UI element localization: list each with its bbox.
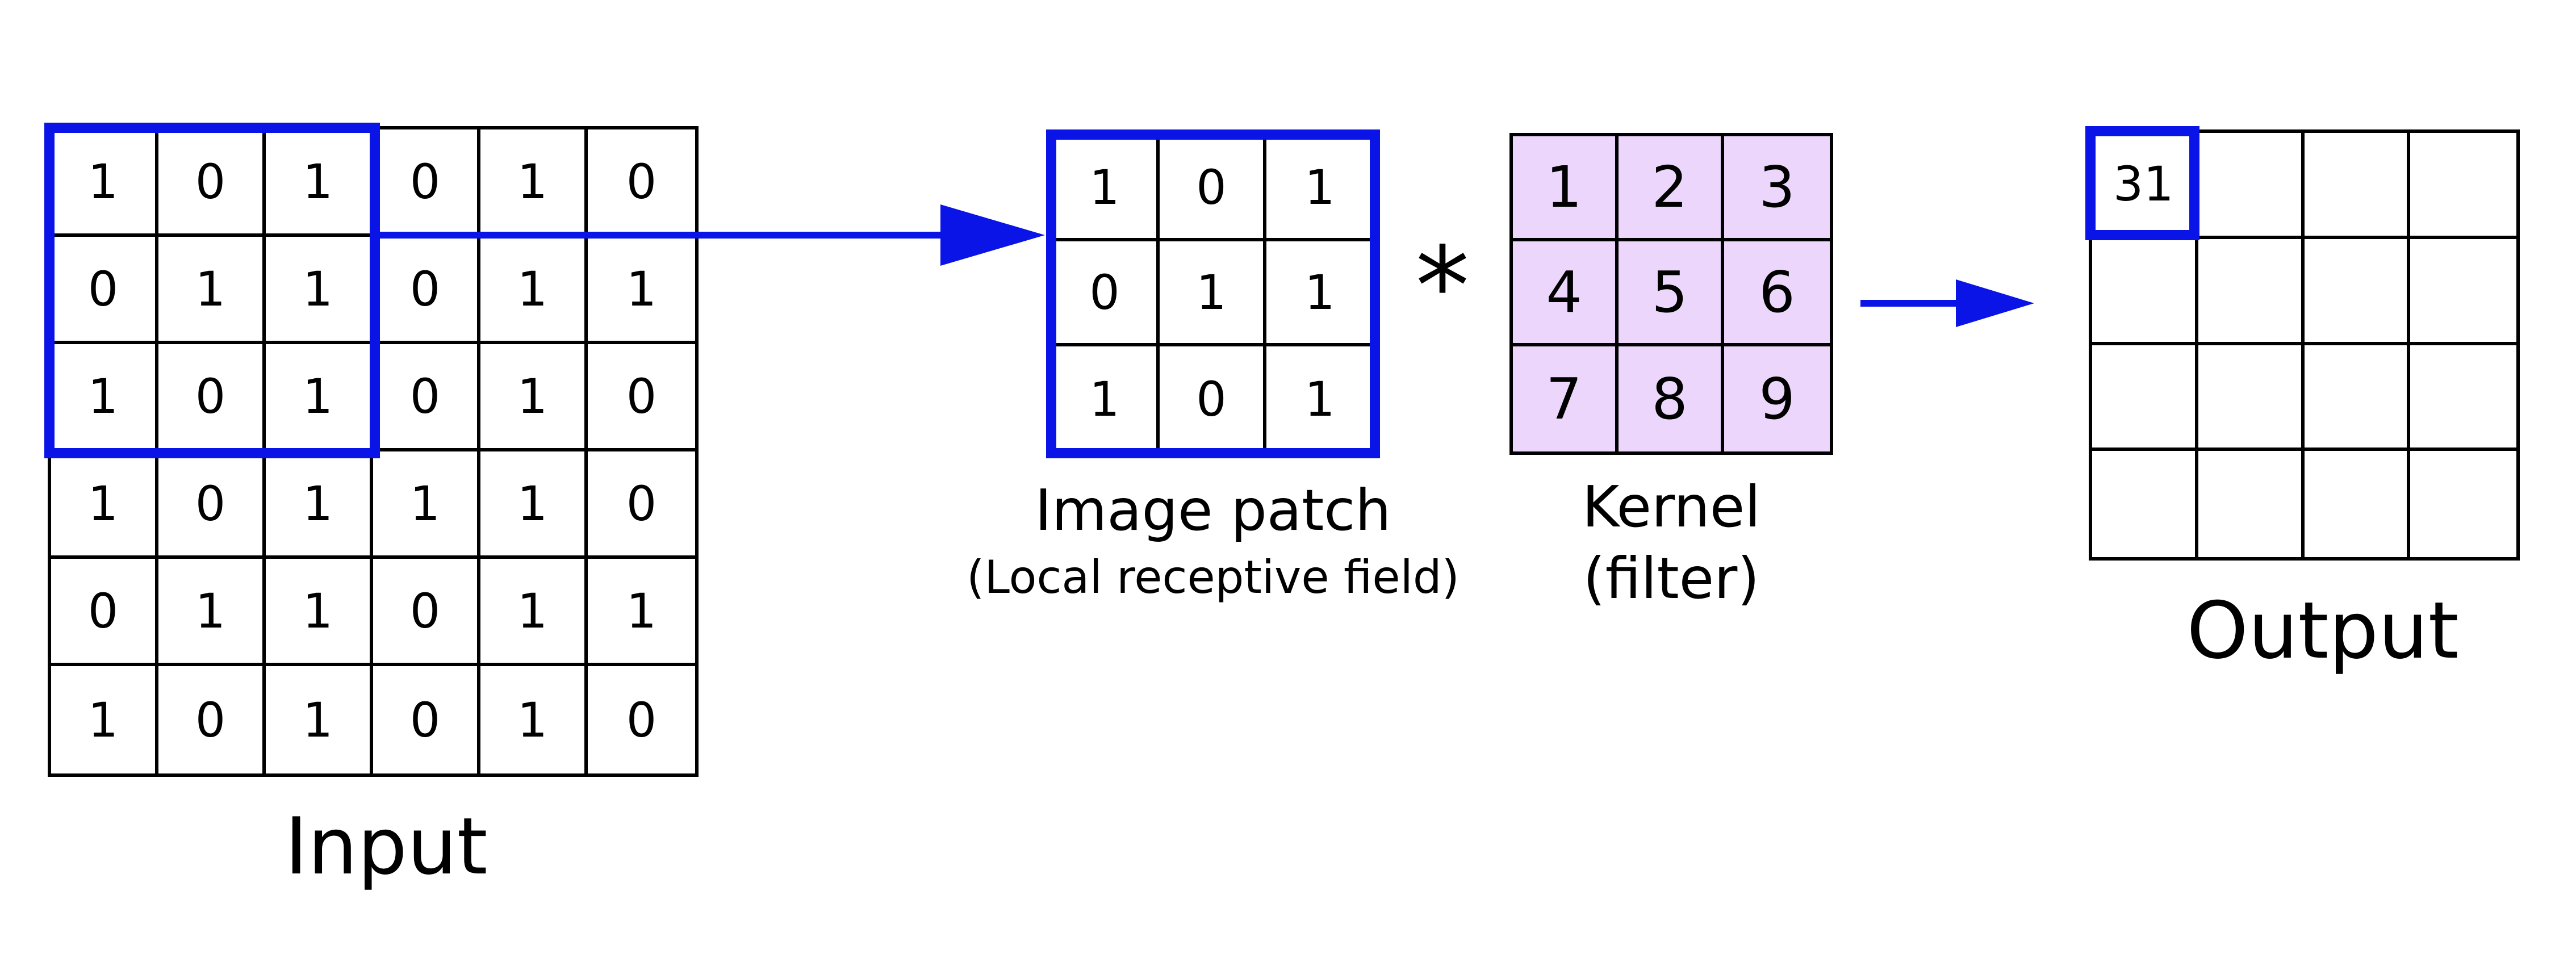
input-cell: 1 — [266, 666, 373, 773]
input-cell: 1 — [480, 451, 588, 559]
input-cell: 1 — [588, 237, 695, 344]
patch-cell: 1 — [1053, 346, 1160, 451]
kernel-cell: 3 — [1724, 136, 1830, 241]
input-cell: 1 — [266, 451, 373, 559]
input-cell: 0 — [588, 344, 695, 451]
input-cell: 1 — [373, 451, 480, 559]
output-cell — [2410, 133, 2516, 239]
output-cell — [2305, 451, 2411, 557]
input-cell: 1 — [480, 344, 588, 451]
output-cell — [2198, 345, 2305, 451]
kernel-cell: 5 — [1619, 241, 1724, 346]
input-cell: 0 — [373, 559, 480, 666]
patch-label: Image patch — [1035, 477, 1391, 543]
patch-cell: 1 — [1266, 241, 1373, 346]
output-cell-highlight — [2085, 126, 2199, 240]
input-cell: 0 — [373, 344, 480, 451]
kernel-sublabel: (filter) — [1583, 545, 1760, 612]
input-cell: 0 — [373, 237, 480, 344]
input-label: Input — [285, 801, 488, 892]
kernel-cell: 2 — [1619, 136, 1724, 241]
input-cell: 1 — [158, 237, 266, 344]
input-cell: 1 — [51, 129, 158, 237]
kernel-cell: 9 — [1759, 366, 1795, 432]
output-cell — [2198, 133, 2305, 239]
patch-cell: 1 — [1053, 136, 1160, 241]
input-cell: 1 — [51, 451, 158, 559]
kernel-cell: 1 — [1513, 136, 1619, 241]
input-cell: 1 — [51, 666, 158, 773]
output-cell — [2304, 239, 2411, 345]
output-arrow-head — [1956, 279, 2034, 327]
input-cell: 0 — [373, 666, 480, 773]
output-cell — [2304, 133, 2411, 239]
patch-arrow-head — [940, 204, 1045, 266]
output-cell — [2092, 239, 2198, 345]
input-cell: 1 — [480, 559, 588, 666]
output-cell — [2410, 239, 2516, 345]
output-cell — [2092, 345, 2198, 451]
input-cell: 0 — [158, 129, 266, 237]
output-cell — [2198, 239, 2305, 345]
patch-cell: 0 — [1160, 346, 1266, 451]
kernel-cell: 4 — [1513, 241, 1619, 346]
patch-cell: 1 — [1160, 241, 1266, 346]
input-cell: 1 — [158, 559, 266, 666]
output-cell — [2304, 345, 2411, 451]
output-cell — [2198, 451, 2305, 557]
kernel-label: Kernel — [1582, 474, 1761, 540]
kernel-cell: 7 — [1513, 346, 1619, 451]
convolution-operator: * — [1415, 224, 1470, 349]
input-cell: 0 — [588, 451, 695, 559]
input-cell: 1 — [266, 559, 373, 666]
input-cell: 0 — [158, 666, 266, 773]
kernel-cell: 8 — [1619, 346, 1724, 451]
kernel-cell: 6 — [1724, 241, 1830, 346]
patch-cell: 1 — [1304, 371, 1335, 427]
output-cell — [2092, 451, 2198, 557]
input-cell: 0 — [51, 237, 158, 344]
input-cell: 1 — [588, 559, 695, 666]
patch-cell: 0 — [1053, 241, 1160, 346]
input-patch-highlight — [44, 123, 380, 458]
input-cell: 0 — [158, 451, 266, 559]
input-cell: 1 — [480, 666, 588, 773]
patch-highlight — [1046, 129, 1380, 458]
patch-cell: 0 — [1160, 136, 1266, 241]
input-cell: 1 — [480, 237, 588, 344]
input-cell: 0 — [626, 692, 657, 748]
output-cell — [2410, 345, 2516, 451]
input-cell: 0 — [51, 559, 158, 666]
patch-cell: 1 — [1266, 136, 1373, 241]
patch-sublabel: (Local receptive field) — [967, 551, 1460, 604]
output-grid: 31 — [2089, 129, 2520, 561]
output-label: Output — [2186, 585, 2459, 676]
